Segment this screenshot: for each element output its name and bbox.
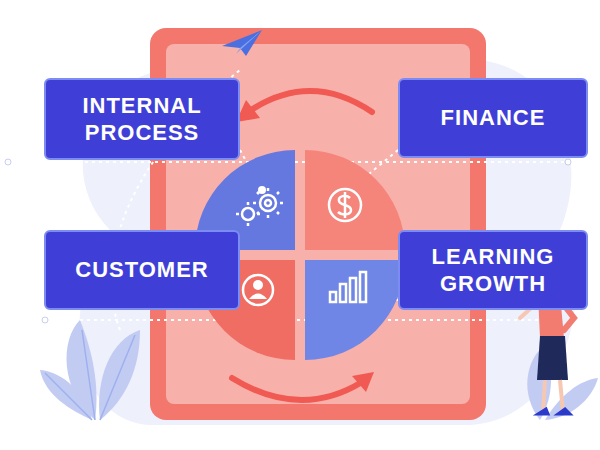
perspective-box: LEARNING GROWTH xyxy=(398,230,588,310)
gears-icon xyxy=(236,188,283,226)
bar-chart-icon xyxy=(330,272,366,302)
perspective-box: CUSTOMER xyxy=(44,230,240,310)
box-label: CUSTOMER xyxy=(61,248,223,292)
customer-icon xyxy=(243,275,273,305)
dotted-lines xyxy=(8,70,600,330)
plant-veins xyxy=(45,330,135,420)
box-label: LEARNING GROWTH xyxy=(400,235,586,306)
perspective-box: FINANCE xyxy=(398,78,588,158)
arrow-head xyxy=(352,372,374,392)
dollar-icon xyxy=(329,189,361,221)
perspective-box: INTERNAL PROCESS xyxy=(44,78,240,160)
paper-plane xyxy=(222,30,262,56)
plant-left xyxy=(40,320,140,420)
line-dot xyxy=(42,317,48,323)
paper-plane-wing xyxy=(236,30,262,54)
box-label: FINANCE xyxy=(427,96,560,140)
icon-dot xyxy=(258,186,266,194)
line-dot xyxy=(5,159,11,165)
line-dot xyxy=(565,159,571,165)
box-label: INTERNAL PROCESS xyxy=(46,84,238,155)
